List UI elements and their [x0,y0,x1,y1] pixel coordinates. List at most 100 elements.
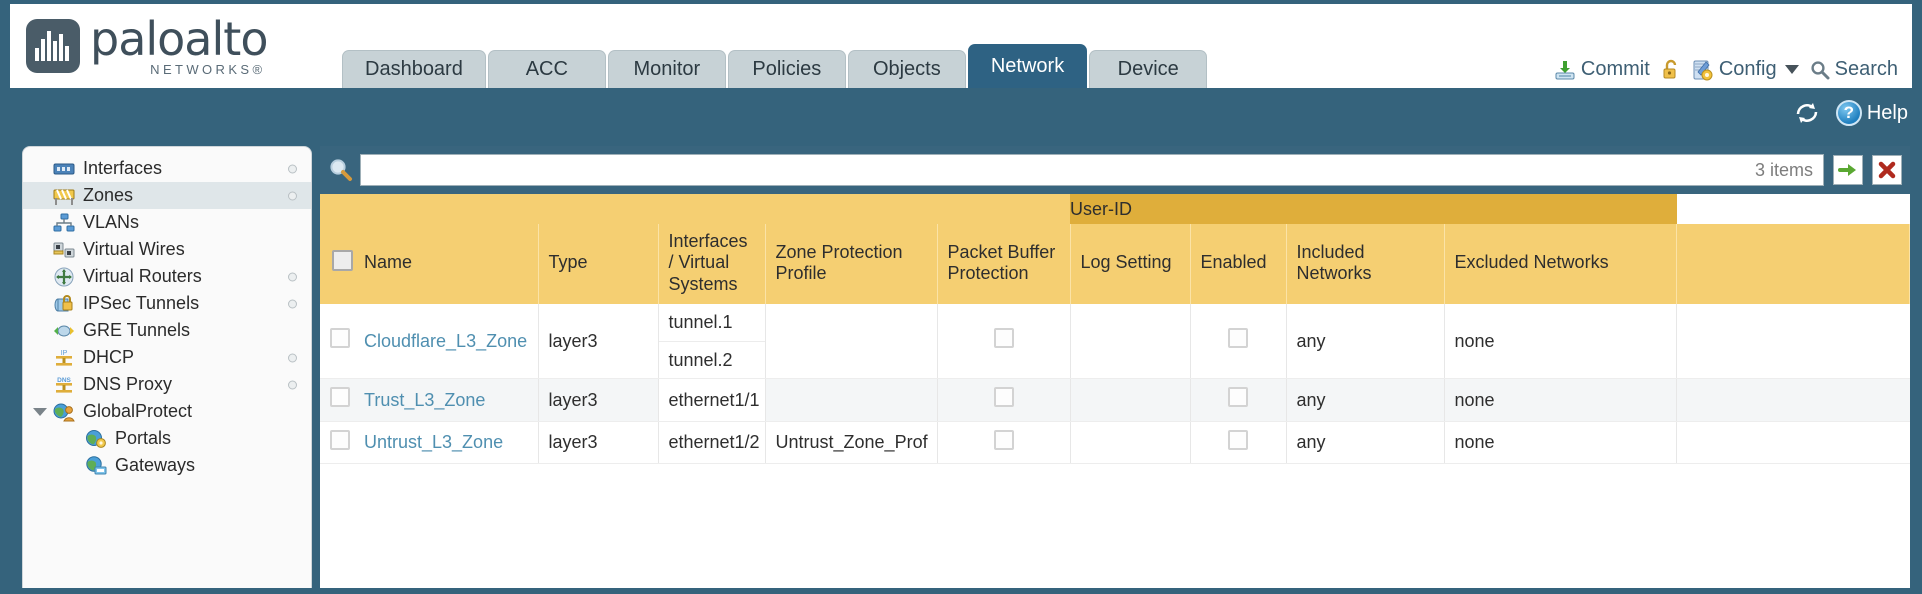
row-filler-cell [1676,378,1910,422]
sidebar-item-gateways[interactable]: Gateways [23,452,311,479]
commit-download-icon [1554,59,1576,81]
sidebar-item-status-dot [288,353,297,362]
chevron-down-icon [1784,65,1799,74]
zone-interface-item: tunnel.2 [668,349,733,370]
sidebar-item-label: DNS Proxy [83,374,173,394]
userid-enabled-cell [1190,378,1287,422]
tab-monitor[interactable]: Monitor [607,50,726,88]
sidebar-item-label: Virtual Routers [83,266,202,286]
zone-name-link[interactable]: Cloudflare_L3_Zone [364,330,528,351]
sidebar-item-globalprotect[interactable]: GlobalProtect [23,398,311,425]
gateways-icon [85,455,107,476]
row-select-checkbox[interactable] [330,387,350,407]
tab-acc[interactable]: ACC [487,50,606,88]
column-header-type[interactable]: Type [538,224,659,304]
tab-device[interactable]: Device [1089,50,1208,88]
packet-buffer-protection-cell [937,378,1071,422]
column-header-name[interactable]: Name [354,224,539,304]
commit-button[interactable]: Commit [1554,58,1650,81]
sidebar-item-label: IPSec Tunnels [83,293,200,313]
row-filler-cell [1676,304,1910,379]
sidebar-item-virtual-wires[interactable]: Virtual Wires [23,236,311,263]
packet-buffer-protection-checkbox[interactable] [993,387,1014,407]
apply-filter-button[interactable] [1833,155,1863,185]
sidebar-item-portals[interactable]: Portals [23,425,311,452]
packet-buffer-protection-cell [937,304,1071,379]
tab-network[interactable]: Network [967,44,1088,88]
sidebar-item-virtual-routers[interactable]: Virtual Routers [23,263,311,290]
userid-enabled-cell [1190,421,1287,464]
config-wrench-icon [1692,59,1714,81]
tab-label: Monitor [633,58,701,80]
zone-interface-item: tunnel.1 [658,304,765,342]
sidebar-item-gre-tunnels[interactable]: GRE Tunnels [23,317,311,344]
zones-icon [53,186,75,206]
sidebar-item-label: Virtual Wires [83,239,185,259]
config-menu[interactable]: Config [1692,58,1799,81]
zone-protection-profile-cell [765,304,938,379]
help-button[interactable]: ? Help [1835,100,1908,126]
dns-proxy-icon: DNS [53,375,75,395]
help-question-icon: ? [1835,100,1862,126]
search-button[interactable]: Search [1810,58,1898,81]
tab-label: Policies [752,58,822,80]
column-header-interfaces-virtual-systems[interactable]: Interfaces / Virtual Systems [658,224,766,304]
expander-triangle-icon[interactable] [33,407,47,416]
packet-buffer-protection-checkbox[interactable] [993,328,1014,349]
vlans-icon [53,213,75,233]
lock-button[interactable] [1661,59,1681,81]
column-header-packet-buffer-protection[interactable]: Packet Buffer Protection [937,224,1071,304]
refresh-icon[interactable] [1794,101,1820,125]
sidebar-item-interfaces[interactable]: Interfaces [23,155,311,182]
excluded-networks-cell: none [1444,304,1678,379]
search-field[interactable]: 3 items [360,154,1824,186]
portals-icon [85,429,107,449]
globalprotect-icon [53,402,75,422]
row-select-cell [320,304,354,379]
unlock-icon [1661,59,1681,81]
userid-enabled-checkbox[interactable] [1228,387,1248,407]
column-header-included-networks[interactable]: Included Networks [1286,224,1445,304]
search-input[interactable] [361,155,1755,185]
ipsec-tunnels-icon [53,294,75,314]
search-label: Search [1834,58,1898,80]
tab-policies[interactable]: Policies [727,50,846,88]
column-header-excluded-networks[interactable]: Excluded Networks [1444,224,1678,304]
sidebar-item-status-dot [288,164,297,173]
userid-enabled-cell [1190,304,1287,379]
row-select-checkbox[interactable] [330,328,350,349]
column-header-zone-protection-profile[interactable]: Zone Protection Profile [765,224,938,304]
content-panel: 3 items [320,146,1910,588]
tab-objects[interactable]: Objects [847,50,966,88]
sidebar-item-dns-proxy[interactable]: DNS DNS Proxy [23,371,311,398]
tab-dashboard[interactable]: Dashboard [342,50,486,88]
clear-filter-button[interactable] [1872,155,1902,185]
red-x-icon [1878,161,1896,179]
row-select-cell [320,378,354,422]
brand-tagline: NETWORKS® [150,62,266,77]
sidebar-item-vlans[interactable]: VLANs [23,209,311,236]
sidebar-item-ipsec-tunnels[interactable]: IPSec Tunnels [23,290,311,317]
zone-name-link[interactable]: Trust_L3_Zone [364,389,486,410]
sidebar-item-zones[interactable]: Zones [23,182,311,209]
column-header-enabled[interactable]: Enabled [1190,224,1287,304]
zone-name-link[interactable]: Untrust_L3_Zone [364,432,504,452]
log-setting-cell [1070,304,1191,379]
sidebar-item-label: DHCP [83,347,135,367]
group-header-userid: User-ID [1070,194,1677,224]
row-select-checkbox[interactable] [330,429,350,450]
packet-buffer-protection-checkbox[interactable] [993,429,1014,450]
config-label: Config [1718,58,1777,80]
included-networks-cell: any [1286,421,1445,464]
select-all-checkbox[interactable] [332,249,353,271]
tab-label: Dashboard [365,58,463,80]
userid-enabled-checkbox[interactable] [1228,429,1248,450]
userid-enabled-checkbox[interactable] [1228,328,1248,349]
column-header-log-setting[interactable]: Log Setting [1070,224,1191,304]
